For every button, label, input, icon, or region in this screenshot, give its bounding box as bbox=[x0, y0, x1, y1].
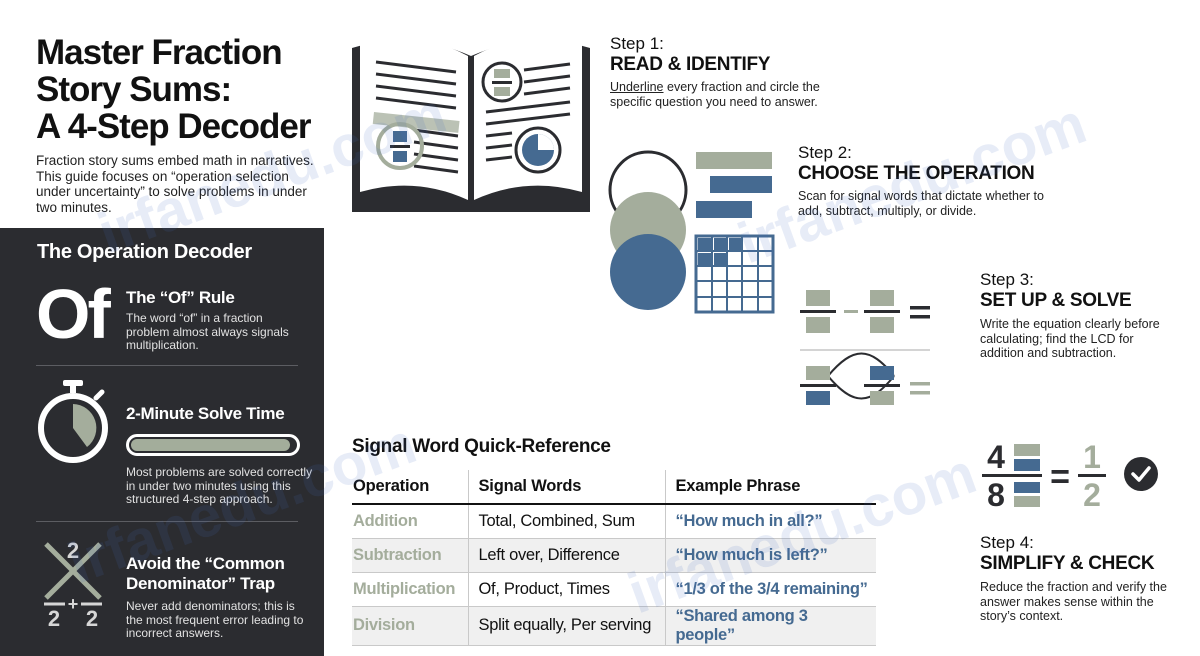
solve-time-text: Most problems are solved correctly in un… bbox=[126, 465, 313, 506]
step-1-number: Step 1: bbox=[610, 34, 664, 53]
trap-text: Never add denominators; this is the most… bbox=[126, 599, 304, 640]
trap-title: Avoid the “Common Denominator” Trap bbox=[126, 554, 285, 593]
panel-title: The Operation Decoder bbox=[37, 241, 252, 263]
signal-word-table: Operation Signal Words Example Phrase Ad… bbox=[352, 470, 876, 646]
operation-cell: Multiplication bbox=[352, 572, 468, 607]
page-title: Master Fraction Story Sums: A 4-Step Dec… bbox=[36, 33, 311, 146]
trap-right-digit: 2 bbox=[86, 606, 98, 630]
step-1-description: Underline every fraction and circle the … bbox=[610, 80, 850, 109]
underline-word: Underline bbox=[610, 80, 664, 94]
example-phrase-cell: “1/3 of the 3/4 remaining” bbox=[664, 572, 876, 607]
crossed-denominator-icon: 2 + 2 2 bbox=[44, 538, 102, 630]
solve-time-progress-fill bbox=[131, 439, 291, 451]
divider bbox=[36, 365, 298, 366]
column-header: Signal Words bbox=[467, 470, 665, 505]
step-3-description: Write the equation clearly before calcul… bbox=[980, 317, 1160, 360]
of-rule-title: The “Of” Rule bbox=[126, 288, 235, 307]
signal-words-cell: Of, Product, Times bbox=[467, 572, 665, 607]
open-book-icon bbox=[352, 37, 590, 212]
step-2-number: Step 2: bbox=[798, 143, 852, 162]
step-4-number: Step 4: bbox=[980, 533, 1034, 552]
simplify-equals: = bbox=[1050, 458, 1070, 496]
of-icon: Of bbox=[36, 275, 111, 353]
step-2-title: CHOOSE THE OPERATION bbox=[798, 163, 1035, 184]
column-header: Operation bbox=[352, 470, 468, 505]
table-header-row: Operation Signal Words Example Phrase bbox=[352, 470, 876, 505]
operation-cell: Addition bbox=[352, 504, 468, 539]
step-3-number: Step 3: bbox=[980, 270, 1034, 289]
step-2-description: Scan for signal words that dictate wheth… bbox=[798, 189, 1044, 218]
example-phrase-cell: “How much in all?” bbox=[664, 504, 876, 539]
intro-text: Fraction story sums embed math in narrat… bbox=[36, 153, 314, 215]
simplified-numerator: 1 bbox=[1083, 439, 1101, 475]
step-1-title: READ & IDENTIFY bbox=[610, 54, 771, 75]
signal-words-cell: Split equally, Per serving bbox=[467, 606, 665, 646]
trap-top-digit: 2 bbox=[67, 538, 79, 563]
example-phrase-cell: “How much is left?” bbox=[664, 538, 876, 573]
watermark: irfanedu.com bbox=[729, 90, 1095, 277]
operation-cell: Subtraction bbox=[352, 538, 468, 573]
column-header: Example Phrase bbox=[664, 470, 876, 505]
simplify-denominator: 8 bbox=[987, 477, 1005, 510]
of-rule-text: The word “of” in a fraction problem almo… bbox=[126, 311, 289, 352]
step-1-description-text: every fraction and circle the specific q… bbox=[610, 80, 820, 109]
operation-cell: Division bbox=[352, 606, 468, 646]
signal-words-cell: Left over, Difference bbox=[467, 538, 665, 573]
table-title: Signal Word Quick-Reference bbox=[352, 436, 611, 457]
solve-time-progress bbox=[126, 434, 300, 456]
example-phrase-cell: “Shared among 3 people” bbox=[664, 606, 876, 646]
fraction-setup-icon bbox=[800, 290, 930, 405]
step-3-title: SET UP & SOLVE bbox=[980, 290, 1132, 311]
trap-plus-sign: + bbox=[68, 594, 79, 614]
table-row: Addition Total, Combined, Sum “How much … bbox=[352, 504, 876, 539]
step-4-title: SIMPLIFY & CHECK bbox=[980, 553, 1155, 574]
trap-left-digit: 2 bbox=[48, 606, 60, 630]
operation-shapes-icon bbox=[608, 150, 775, 314]
stopwatch-icon bbox=[38, 380, 108, 463]
solve-time-title: 2-Minute Solve Time bbox=[126, 404, 285, 423]
simplify-numerator: 4 bbox=[987, 439, 1005, 475]
divider bbox=[36, 521, 298, 522]
signal-words-cell: Total, Combined, Sum bbox=[467, 504, 665, 539]
step-4-description: Reduce the fraction and verify the answe… bbox=[980, 580, 1167, 623]
simplify-fraction-icon: 4 8 = 1 2 bbox=[982, 439, 1158, 510]
table-row: Division Split equally, Per serving “Sha… bbox=[352, 606, 876, 646]
table-row: Subtraction Left over, Difference “How m… bbox=[352, 538, 876, 573]
simplified-denominator: 2 bbox=[1083, 477, 1101, 510]
operation-decoder-panel: The Operation Decoder Of The “Of” Rule T… bbox=[0, 228, 324, 656]
table-row: Multiplication Of, Product, Times “1/3 o… bbox=[352, 572, 876, 607]
